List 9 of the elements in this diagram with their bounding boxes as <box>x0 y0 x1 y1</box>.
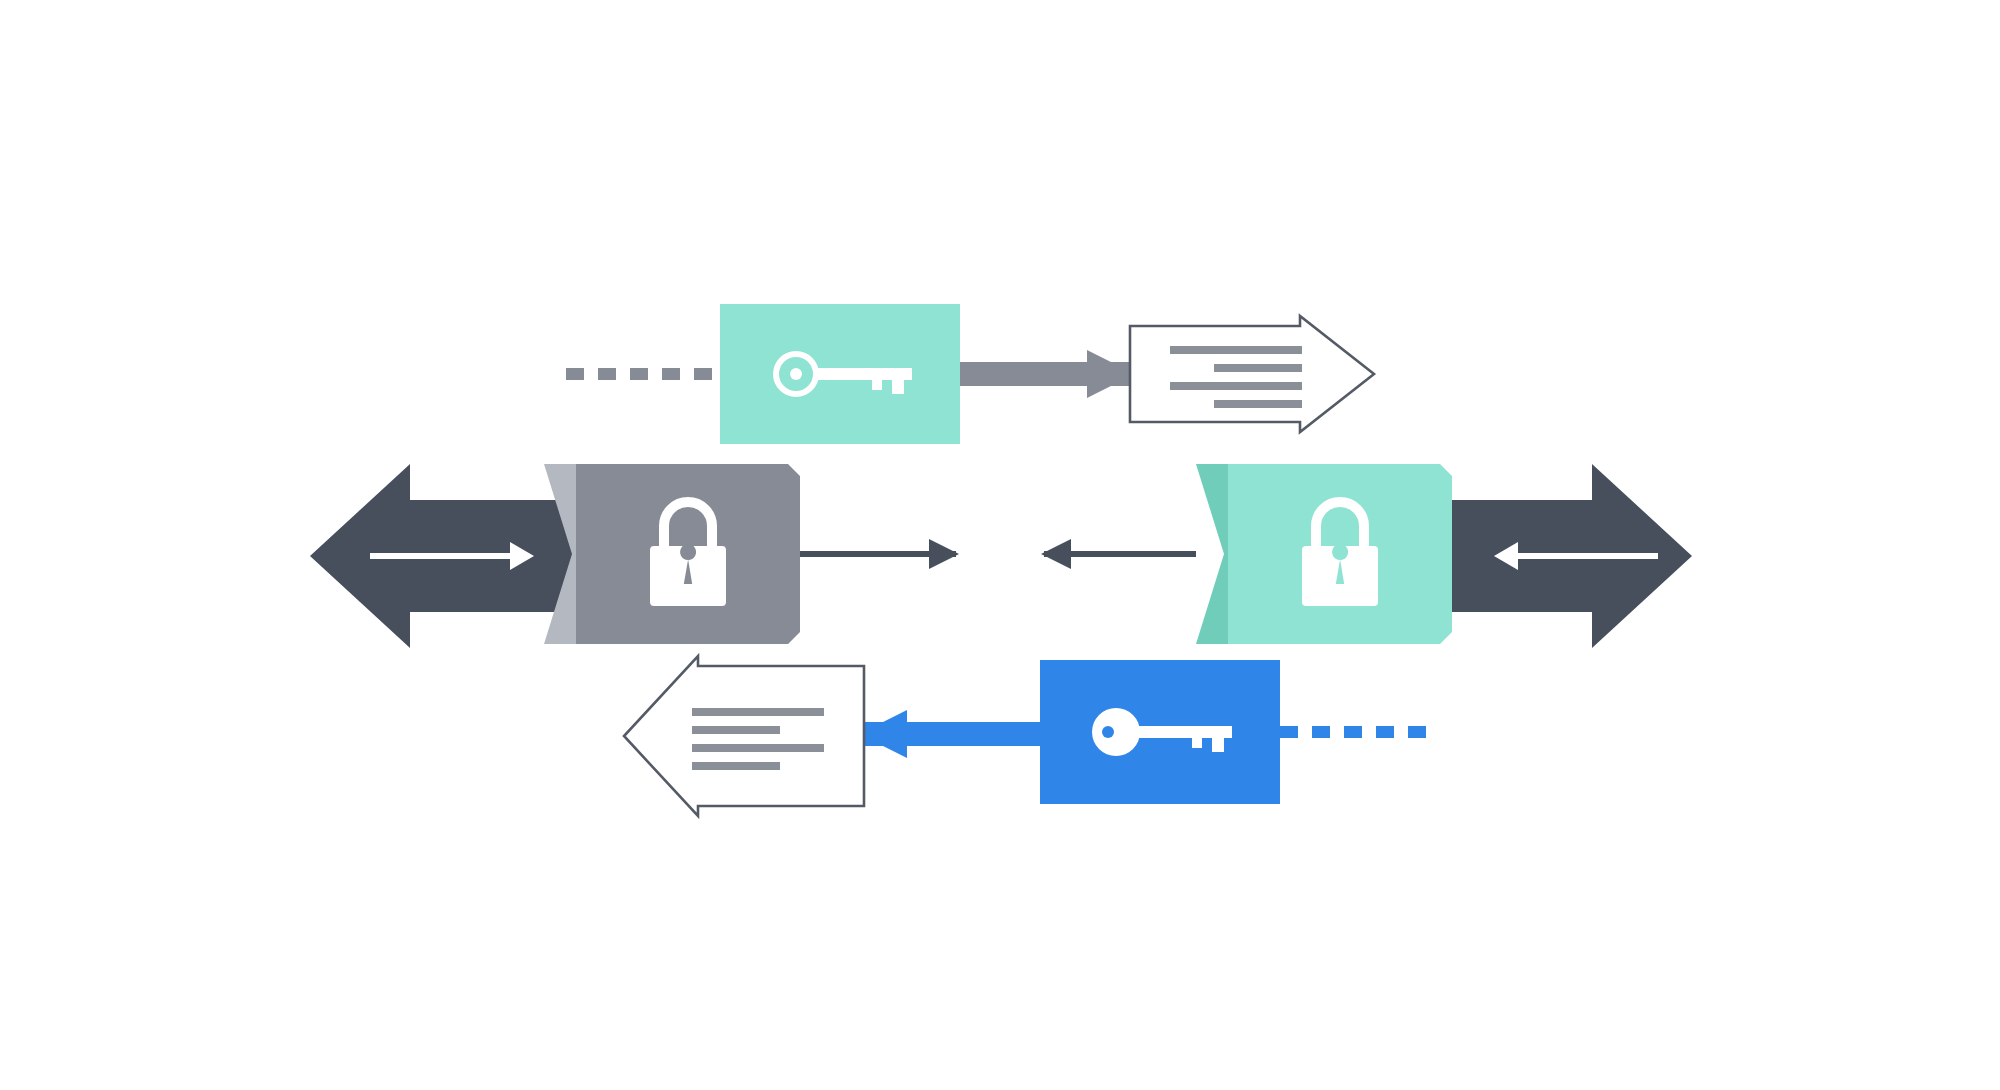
document-arrow <box>622 652 866 820</box>
lock-card <box>1196 464 1452 644</box>
key-card <box>720 304 960 444</box>
lock-card <box>544 464 800 644</box>
arrow <box>1041 539 1196 569</box>
document-arrow <box>1128 313 1377 435</box>
arrow-block <box>1452 464 1692 648</box>
key-card <box>1040 660 1280 804</box>
arrow <box>800 539 959 569</box>
